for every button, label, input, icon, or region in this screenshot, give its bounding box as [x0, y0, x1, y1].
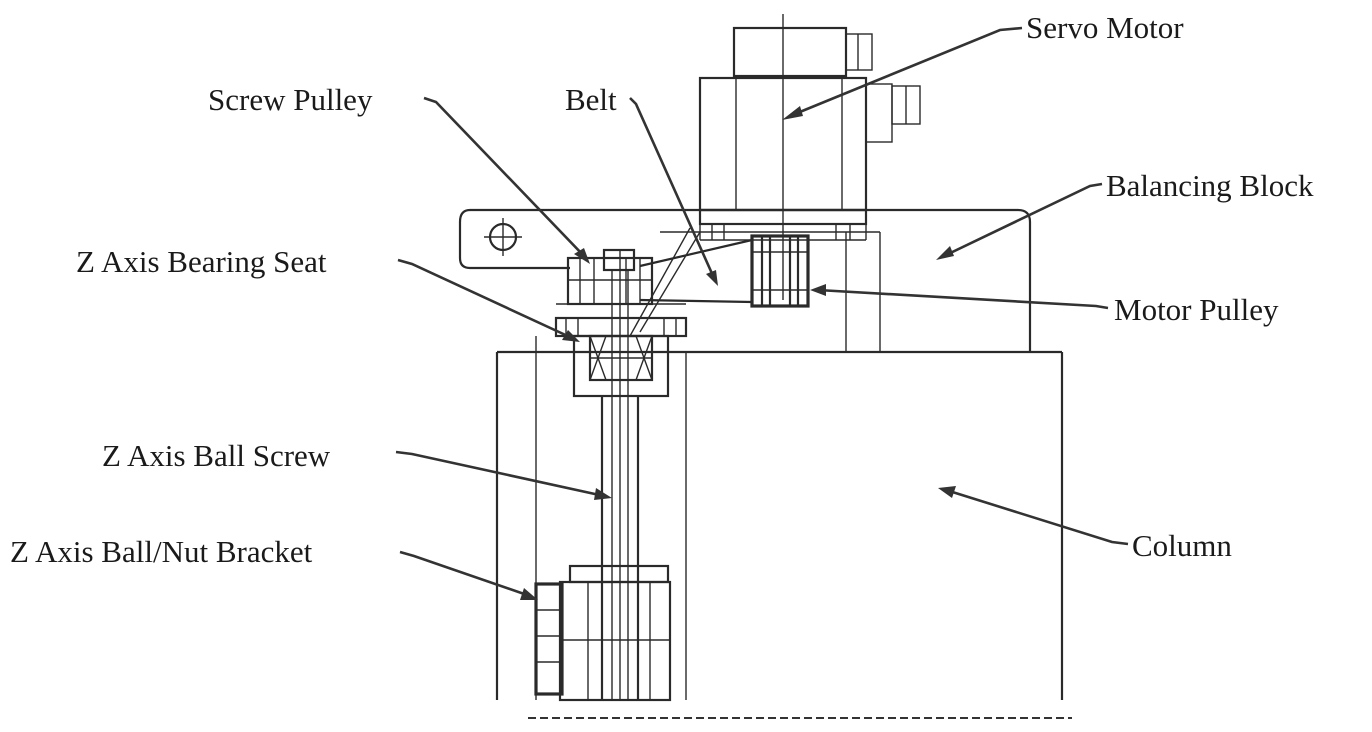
z-axis-ball-nut-bracket-body: [534, 564, 672, 702]
z-axis-ball-screw-body: [600, 250, 640, 700]
label-servo-motor: Servo Motor: [1026, 10, 1184, 45]
balancing-block-body: [458, 208, 1032, 352]
label-belt: Belt: [565, 82, 617, 117]
column-body: [495, 336, 1064, 700]
leader-lines: [395, 26, 1129, 600]
belt-body: [629, 227, 753, 337]
label-balancing-block: Balancing Block: [1106, 168, 1314, 203]
servo-motor-body: [698, 14, 921, 300]
label-z-axis-bearing-seat: Z Axis Bearing Seat: [76, 244, 327, 279]
label-motor-pulley: Motor Pulley: [1114, 292, 1279, 327]
label-screw-pulley: Screw Pulley: [208, 82, 373, 117]
z-axis-bearing-seat-body: [554, 303, 688, 398]
label-z-axis-ball-nut-bracket: Z Axis Ball/Nut Bracket: [10, 534, 313, 569]
motor-pulley-body: [750, 234, 810, 308]
label-z-axis-ball-screw: Z Axis Ball Screw: [102, 438, 331, 473]
label-column: Column: [1132, 528, 1232, 563]
